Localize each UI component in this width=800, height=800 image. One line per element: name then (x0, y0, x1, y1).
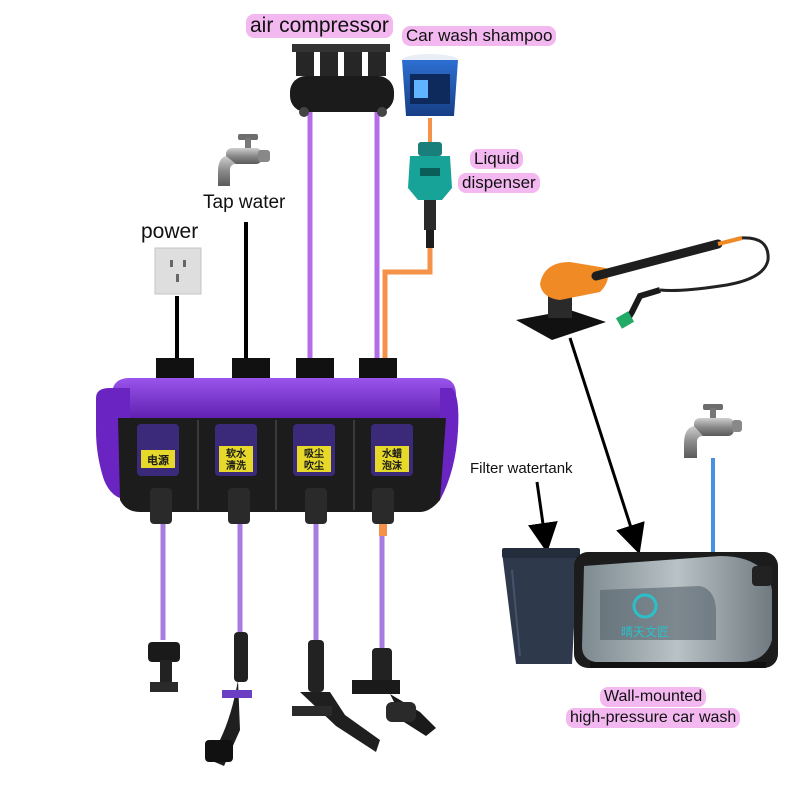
washer-tap-faucet-image (684, 404, 742, 458)
liquid-dispenser-image (408, 142, 452, 248)
label-wall-mounted-line2: high-pressure car wash (566, 708, 740, 728)
reel-panel-2-text-1: 软水 (226, 447, 247, 460)
foam-gun-image (352, 648, 436, 736)
label-car-wash-shampoo: Car wash shampoo (402, 26, 556, 46)
water-spray-gun-image (205, 632, 252, 766)
washer-brand-text: 晴天文匠 (621, 624, 669, 639)
tap-water-faucet-image (218, 134, 270, 186)
high-pressure-washer-image: 晴天文匠 (574, 552, 778, 668)
air-blow-gun-image (292, 640, 380, 752)
reel-panel-3-text-1: 吸尘 (304, 447, 324, 460)
wall-mount-boom-arm-image (516, 238, 768, 340)
reel-panel-1-text-1: 电源 (147, 453, 169, 467)
electric-tool-image (148, 642, 180, 692)
filter-watertank-image (502, 548, 580, 664)
hoses-and-tools (148, 524, 436, 766)
label-tap-water: Tap water (203, 193, 285, 213)
reel-panel-4-text-2: 泡沫 (382, 459, 403, 472)
foam-line (385, 248, 430, 362)
label-power: power (141, 220, 198, 244)
reel-panel-2-text-2: 清洗 (226, 459, 246, 472)
reel-panel-4-text-1: 水蜡 (381, 447, 402, 460)
label-liquid-dispenser-line2: dispenser (458, 173, 540, 193)
power-socket-image (155, 248, 201, 294)
label-wall-mounted-line1: Wall-mounted (600, 687, 706, 707)
label-air-compressor: air compressor (246, 14, 393, 38)
arrow-wall-mount-to-washer (570, 338, 635, 540)
label-liquid-dispenser-line1: Liquid (470, 149, 523, 169)
air-compressor-image (290, 44, 394, 117)
reel-panel-3-text-2: 吹尘 (304, 459, 324, 472)
arrow-filter-watertank (537, 482, 545, 538)
car-wash-shampoo-image (402, 54, 458, 116)
reel-panel-1 (137, 424, 179, 476)
hose-reel-unit: 电源 软水 清洗 吸尘 吹尘 水蜡 泡沫 (96, 358, 458, 524)
label-filter-watertank: Filter watertank (470, 459, 573, 479)
